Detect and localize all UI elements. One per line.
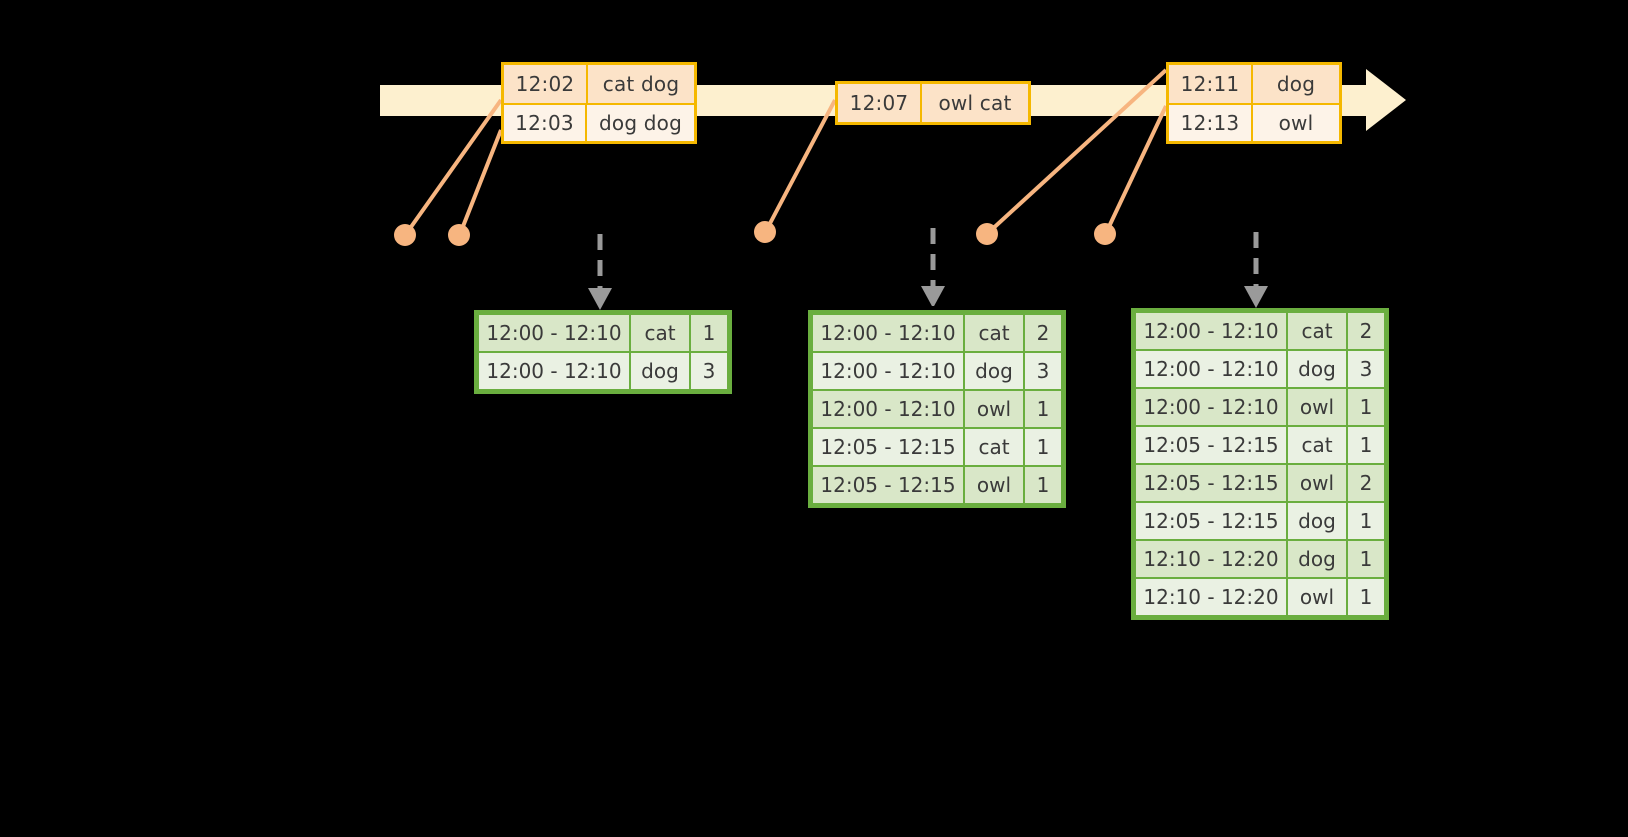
cell-word: owl	[1288, 465, 1346, 501]
trigger-arrow-1	[588, 234, 612, 310]
cell-count: 3	[691, 353, 727, 389]
cell-window: 12:05 - 12:15	[813, 429, 963, 465]
event-words: dog dog	[586, 105, 694, 141]
cell-count: 1	[1348, 503, 1384, 539]
event-words: dog	[1253, 65, 1339, 103]
cell-word: owl	[965, 467, 1023, 503]
event-words: owl	[1253, 105, 1339, 141]
cell-word: cat	[965, 429, 1023, 465]
cell-window: 12:10 - 12:20	[1136, 541, 1286, 577]
cell-window: 12:05 - 12:15	[1136, 427, 1286, 463]
cell-window: 12:00 - 12:10	[1136, 351, 1286, 387]
cell-window: 12:05 - 12:15	[1136, 503, 1286, 539]
cell-word: owl	[965, 391, 1023, 427]
cell-window: 12:05 - 12:15	[1136, 465, 1286, 501]
trigger-arrow-2	[921, 228, 945, 306]
event-box-3[interactable]: 12:11 dog 12:13 owl	[1166, 62, 1342, 144]
cell-word: dog	[965, 353, 1023, 389]
cell-window: 12:00 - 12:10	[813, 315, 963, 351]
cell-word: dog	[631, 353, 689, 389]
event-row: 12:13 owl	[1169, 103, 1339, 141]
event-dot-4	[976, 223, 998, 245]
timeline-arrow-head	[1366, 69, 1406, 131]
cell-count: 2	[1348, 465, 1384, 501]
cell-word: owl	[1288, 389, 1346, 425]
cell-count: 3	[1348, 351, 1384, 387]
event-time: 12:11	[1169, 65, 1253, 103]
cell-count: 2	[1025, 315, 1061, 351]
cell-count: 1	[1348, 541, 1384, 577]
event-row: 12:07 owl cat	[838, 84, 1028, 122]
event-time: 12:02	[504, 65, 588, 103]
cell-count: 1	[1025, 429, 1061, 465]
event-dot-1	[394, 224, 416, 246]
cell-window: 12:10 - 12:20	[1136, 579, 1286, 615]
event-row: 12:11 dog	[1169, 65, 1339, 103]
cell-word: dog	[1288, 351, 1346, 387]
event-time: 12:13	[1169, 105, 1253, 141]
cell-window: 12:05 - 12:15	[813, 467, 963, 503]
cell-count: 1	[1348, 389, 1384, 425]
cell-window: 12:00 - 12:10	[479, 315, 629, 351]
cell-count: 1	[1348, 579, 1384, 615]
event-row: 12:03 dog dog	[504, 103, 694, 141]
cell-word: dog	[1288, 503, 1346, 539]
cell-window: 12:00 - 12:10	[1136, 313, 1286, 349]
cell-word: cat	[965, 315, 1023, 351]
cell-word: cat	[631, 315, 689, 351]
cell-word: owl	[1288, 579, 1346, 615]
cell-window: 12:00 - 12:10	[1136, 389, 1286, 425]
trigger-arrow-3	[1244, 232, 1268, 308]
cell-word: cat	[1288, 427, 1346, 463]
cell-window: 12:00 - 12:10	[479, 353, 629, 389]
cell-count: 3	[1025, 353, 1061, 389]
cell-window: 12:00 - 12:10	[813, 353, 963, 389]
event-dot-3	[754, 221, 776, 243]
cell-count: 1	[1025, 391, 1061, 427]
event-dot-2	[448, 224, 470, 246]
cell-count: 2	[1348, 313, 1384, 349]
event-words: cat dog	[588, 65, 694, 103]
event-time: 12:03	[504, 105, 587, 141]
cell-count: 1	[691, 315, 727, 351]
event-words: owl cat	[922, 84, 1028, 122]
event-row: 12:02 cat dog	[504, 65, 694, 103]
cell-count: 1	[1025, 467, 1061, 503]
cell-word: dog	[1288, 541, 1346, 577]
cell-word: cat	[1288, 313, 1346, 349]
event-dot-5	[1094, 223, 1116, 245]
event-box-1[interactable]: 12:02 cat dog 12:03 dog dog	[501, 62, 697, 144]
event-box-2[interactable]: 12:07 owl cat	[835, 81, 1031, 125]
event-time: 12:07	[838, 84, 922, 122]
cell-count: 1	[1348, 427, 1384, 463]
cell-window: 12:00 - 12:10	[813, 391, 963, 427]
